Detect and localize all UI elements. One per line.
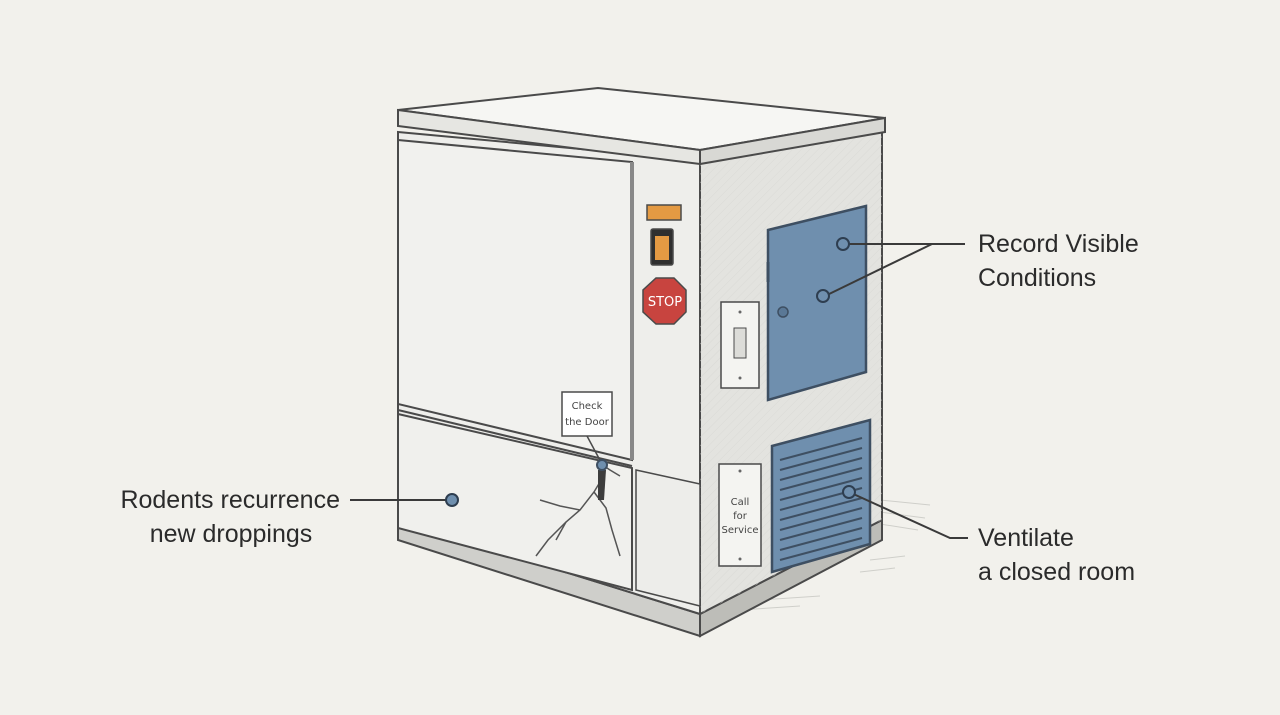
vent-slats	[779, 437, 863, 561]
ventilate-label: Ventilate a closed room	[978, 521, 1135, 589]
record-marker-2	[816, 289, 830, 303]
rodents-label-line1: Rodents recurrence	[120, 486, 340, 514]
panel-lock	[777, 306, 789, 318]
stop-sign[interactable]	[642, 277, 687, 325]
lower-door[interactable]	[397, 412, 633, 592]
service-line1: Call	[731, 497, 750, 508]
service-line2: for	[733, 511, 748, 522]
ventilate-label-line2: a closed room	[978, 558, 1136, 586]
lower-right-panel	[635, 469, 701, 607]
ventilate-marker	[842, 485, 856, 499]
check-door-line1: Check	[572, 401, 603, 412]
rodents-label-line2: new droppings	[149, 520, 313, 548]
service-plate	[718, 463, 762, 567]
ventilate-label-line1: Ventilate	[978, 524, 1074, 552]
stop-text: STOP	[648, 295, 682, 310]
check-door-marker	[596, 459, 608, 471]
rodents-marker	[445, 493, 459, 507]
indicator-light	[646, 204, 682, 221]
service-line3: Service	[722, 525, 759, 536]
record-conditions-label: Record Visible Conditions	[978, 227, 1139, 295]
record-marker-1	[836, 237, 850, 251]
blue-access-panel[interactable]	[766, 204, 868, 402]
vent-grille[interactable]	[770, 418, 872, 574]
record-leader	[824, 243, 965, 297]
check-door-line2: the Door	[565, 417, 610, 428]
record-label-line1: Record Visible	[978, 230, 1139, 258]
rodents-label: Rodents recurrence new droppings	[94, 483, 340, 551]
crack-gap	[598, 470, 606, 500]
cabinet-top-lip-side	[699, 116, 886, 166]
check-door-tag	[561, 391, 613, 437]
record-label-line2: Conditions	[978, 264, 1097, 292]
ventilate-leader	[848, 491, 968, 539]
